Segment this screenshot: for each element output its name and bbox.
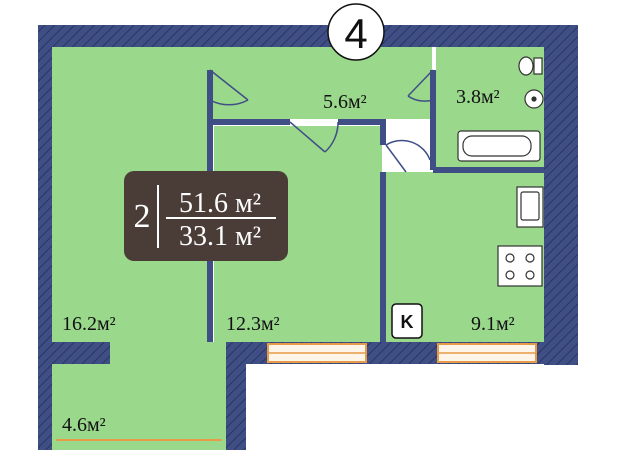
windows — [56, 343, 537, 441]
fixtures — [457, 56, 544, 287]
sink-icon — [524, 89, 544, 109]
door-bathroom — [407, 69, 434, 102]
balcony-floor — [52, 364, 226, 450]
kitchen-badge: K — [391, 303, 423, 339]
section-number-badge: 4 — [327, 3, 385, 61]
hallway-floor — [210, 47, 432, 119]
rooms-count: 2 — [134, 198, 151, 235]
bedroom-area: 12.3м² — [226, 313, 280, 335]
kitchen-area: 9.1м² — [471, 313, 515, 335]
section-number: 4 — [344, 10, 367, 57]
door-living — [209, 69, 249, 106]
toilet-icon — [518, 56, 543, 76]
balcony-area: 4.6м² — [62, 414, 106, 436]
living-area: 33.1 м² — [179, 221, 261, 252]
room-labels: 16.2м² 12.3м² 5.6м² 3.8м² 9.1м² 4.6м² — [62, 86, 515, 436]
bathtub-icon — [457, 130, 541, 162]
apartment-area-box: 2 51.6 м² 33.1 м² — [124, 171, 288, 261]
door-bedroom — [289, 121, 339, 153]
living-room-area: 16.2м² — [62, 313, 116, 335]
total-area: 51.6 м² — [179, 188, 261, 219]
kitchen-sink-icon — [516, 186, 544, 228]
door-kitchen — [385, 139, 431, 173]
doors — [209, 69, 434, 173]
kitchen-badge-letter: K — [401, 312, 414, 332]
stove-icon — [497, 245, 543, 287]
hallway-area: 5.6м² — [323, 91, 367, 113]
bathroom-area: 3.8м² — [456, 86, 500, 108]
